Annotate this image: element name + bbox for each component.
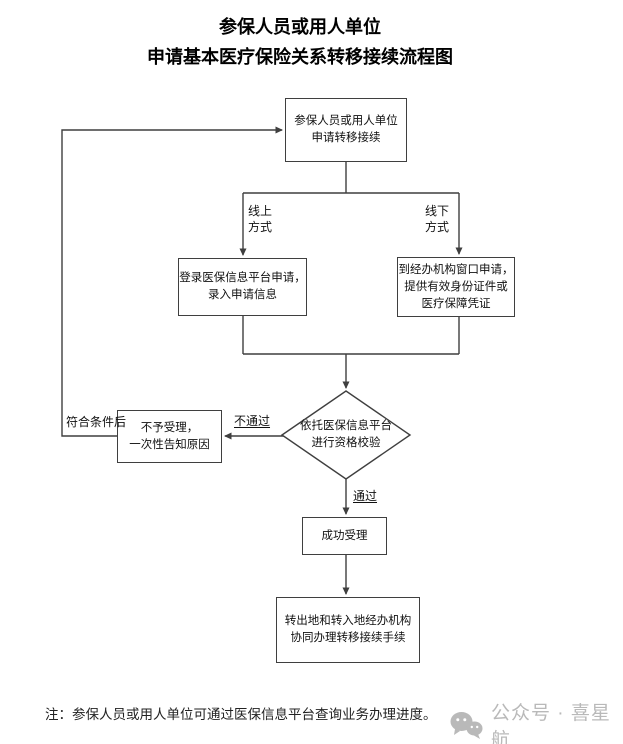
label-requalified: 符合条件后	[66, 415, 127, 429]
page-title-line2: 申请基本医疗保险关系转移接续流程图	[147, 47, 453, 67]
label-offline-method: 线下 方式	[425, 204, 450, 234]
node-accept: 成功受理	[302, 517, 387, 555]
wechat-icon	[450, 711, 483, 740]
node-offline-apply: 到经办机构窗口申请， 提供有效身份证件或 医疗保障凭证	[397, 257, 515, 317]
label-fail: 不通过	[234, 414, 271, 428]
node-decision-check: 依托医保信息平台 进行资格校验	[300, 420, 392, 449]
page-title-line1: 参保人员或用人单位	[219, 17, 381, 37]
watermark: 公众号 · 喜星航	[450, 698, 623, 744]
footer-note: 注：参保人员或用人单位可通过医保信息平台查询业务办理进度。	[45, 707, 437, 722]
edge-feedback-loop	[61, 126, 283, 437]
page-title: 参保人员或用人单位 申请基本医疗保险关系转移接续流程图	[0, 12, 600, 72]
node-reject: 不予受理， 一次性告知原因	[117, 410, 222, 463]
label-pass: 通过	[353, 489, 378, 503]
label-online-method: 线上 方式	[248, 204, 273, 234]
edge-start-split	[243, 162, 459, 194]
decision-diamond-shape	[280, 390, 412, 480]
node-final: 转出地和转入地经办机构 协同办理转移接续手续	[276, 597, 420, 663]
node-start: 参保人员或用人单位 申请转移接续	[285, 98, 407, 162]
node-online-apply: 登录医保信息平台申请， 录入申请信息	[178, 258, 307, 316]
watermark-text: 公众号 · 喜星航	[491, 703, 611, 744]
edge-merge	[242, 316, 460, 355]
